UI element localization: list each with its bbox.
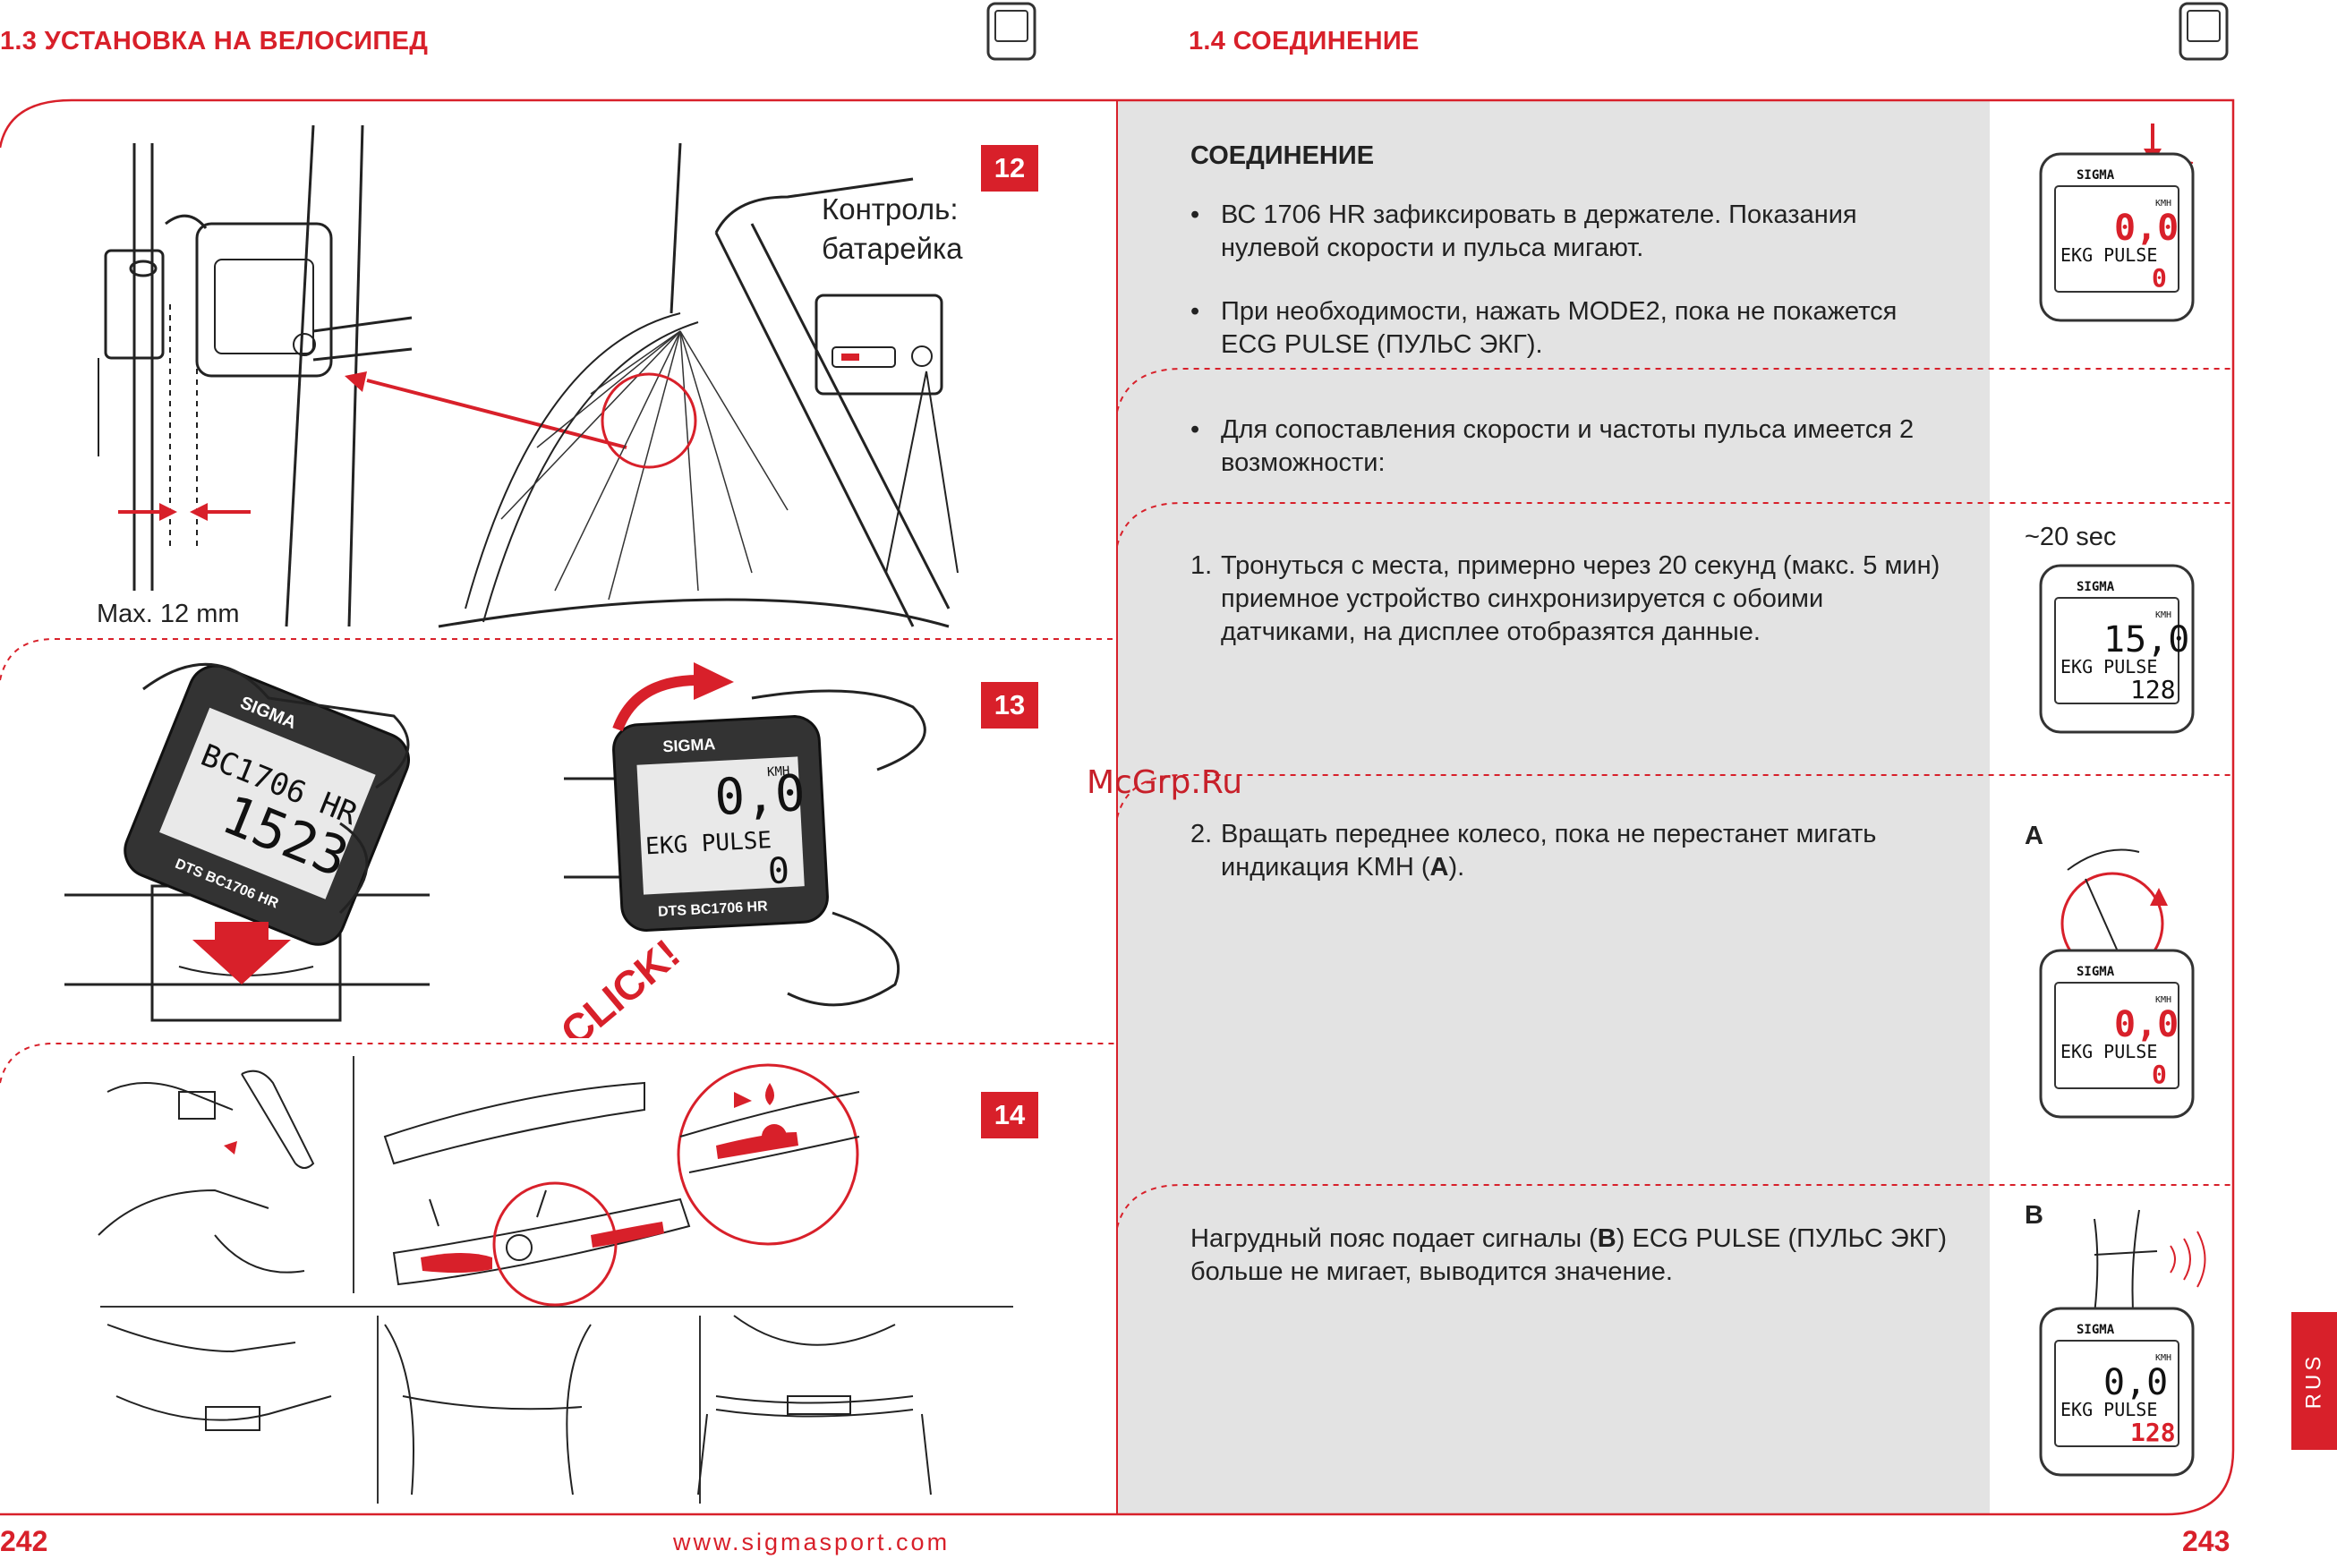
- device-b-line: EKG PULSE: [644, 827, 772, 860]
- step-1-number: 1.: [1190, 551, 1213, 580]
- device-pulse: 128: [2130, 675, 2176, 704]
- step-2-item: 2. Вращать переднее колесо, пока не пере…: [1190, 818, 1960, 884]
- device-pulse: 128: [2130, 1418, 2176, 1447]
- device-kmh: KMH: [2155, 199, 2171, 209]
- step-14-badge: 14: [981, 1092, 1038, 1138]
- right-page-title: 1.4 СОЕДИНЕНИЕ: [1189, 27, 1420, 55]
- device-icon-right: [2179, 2, 2229, 61]
- device-brand: SIGMA: [2077, 1323, 2115, 1337]
- step-12-badge: 12: [981, 145, 1038, 192]
- step-13-badge: 13: [981, 682, 1038, 729]
- device-pulse: 0: [2152, 263, 2167, 293]
- bullet-dot: •: [1190, 415, 1200, 444]
- battery-check-line2: батарейка: [822, 232, 963, 265]
- device-mount-illustration: SIGMA BC1706 HR 1523 DTS BC1706 HR SIGMA…: [64, 662, 926, 1038]
- bullet-2: • При необходимости, нажать MODE2, пока …: [1190, 295, 1951, 362]
- device-ekg-label: EKG PULSE: [2060, 656, 2157, 677]
- sensor-mount-illustration: [98, 125, 959, 628]
- device-b-pulse: 0: [767, 850, 790, 892]
- bullet-2-text: При необходимости, нажать MODE2, пока не…: [1221, 297, 1898, 359]
- device-brand: SIGMA: [2077, 168, 2115, 183]
- bullet-3: • Для сопоставления скорости и частоты п…: [1190, 413, 1951, 480]
- device-brand: SIGMA: [2077, 965, 2115, 979]
- bullet-1: • ВС 1706 HR зафиксировать в держателе. …: [1190, 199, 1951, 265]
- left-page-number: 242: [0, 1525, 48, 1557]
- watermark: McGrp.Ru: [1087, 764, 1243, 801]
- final-paragraph: Нагрудный пояс подает сигналы (B) ECG PU…: [1190, 1223, 1960, 1289]
- device-speed: 0,0: [2114, 208, 2179, 249]
- bullet-1-text: ВС 1706 HR зафиксировать в держателе. По…: [1221, 200, 1857, 262]
- sync-time-label: ~20 sec: [2025, 523, 2117, 551]
- right-page-number: 243: [2182, 1525, 2230, 1557]
- step-2-number: 2.: [1190, 820, 1213, 848]
- max-gap-label: Max. 12 mm: [97, 600, 240, 628]
- final-text-pre: Нагрудный пояс подает сигналы (: [1190, 1224, 1598, 1253]
- device-kmh: KMH: [2155, 610, 2171, 620]
- step-2-ref-a: A: [1429, 853, 1449, 882]
- connection-heading: СОЕДИНЕНИЕ: [1190, 141, 1375, 170]
- final-ref-b: B: [1597, 1224, 1616, 1253]
- click-label: CLICK!: [551, 930, 688, 1038]
- device-kmh: KMH: [2155, 995, 2171, 1005]
- step-2-text: Вращать переднее колесо, пока не переста…: [1221, 818, 1960, 884]
- final-text-post: ) ECG PULSE (ПУЛЬС ЭКГ) больше не мигает…: [1190, 1224, 1947, 1286]
- label-b: B: [2025, 1201, 2043, 1230]
- device-speed: 0,0: [2114, 1004, 2179, 1045]
- device-brand: SIGMA: [2077, 580, 2115, 594]
- left-page-title: 1.3 УСТАНОВКА НА ВЕЛОСИПЕД: [0, 27, 429, 55]
- device-b-speed: 0,0: [713, 764, 806, 827]
- step-1-text: Тронуться с места, примерно через 20 сек…: [1221, 551, 1940, 646]
- device-speed: 0,0: [2103, 1362, 2168, 1403]
- step-1-item: 1. Тронуться с места, примерно через 20 …: [1190, 550, 1960, 649]
- footer-url[interactable]: www.sigmasport.com: [673, 1529, 951, 1555]
- device-pulse: 0: [2152, 1060, 2167, 1089]
- device-kmh: KMH: [2155, 1353, 2171, 1363]
- device-b-brand: SIGMA: [662, 735, 716, 755]
- bullet-dot: •: [1190, 200, 1200, 229]
- chest-strap-illustration: [98, 1063, 932, 1496]
- language-tab: RUS: [2291, 1312, 2337, 1450]
- device-b-model: DTS BC1706 HR: [658, 899, 769, 919]
- bullet-3-text: Для сопоставления скорости и частоты пул…: [1221, 415, 1915, 477]
- device-ekg-label: EKG PULSE: [2060, 1041, 2157, 1062]
- step-2-text-pre: Вращать переднее колесо, пока не переста…: [1221, 820, 1877, 882]
- label-a: A: [2025, 822, 2043, 850]
- bullet-dot: •: [1190, 297, 1200, 326]
- battery-check-line1: Контроль:: [822, 192, 959, 226]
- device-speed: 15,0: [2103, 619, 2189, 660]
- device-b-kmh: KMH: [767, 764, 790, 780]
- battery-check-label: Контроль: батарейка: [822, 190, 963, 268]
- device-ekg-label: EKG PULSE: [2060, 244, 2157, 266]
- step-2-text-post: ).: [1448, 853, 1465, 882]
- device-ekg-label: EKG PULSE: [2060, 1399, 2157, 1420]
- device-icon-left: [986, 2, 1036, 61]
- language-tab-label: RUS: [2301, 1352, 2326, 1410]
